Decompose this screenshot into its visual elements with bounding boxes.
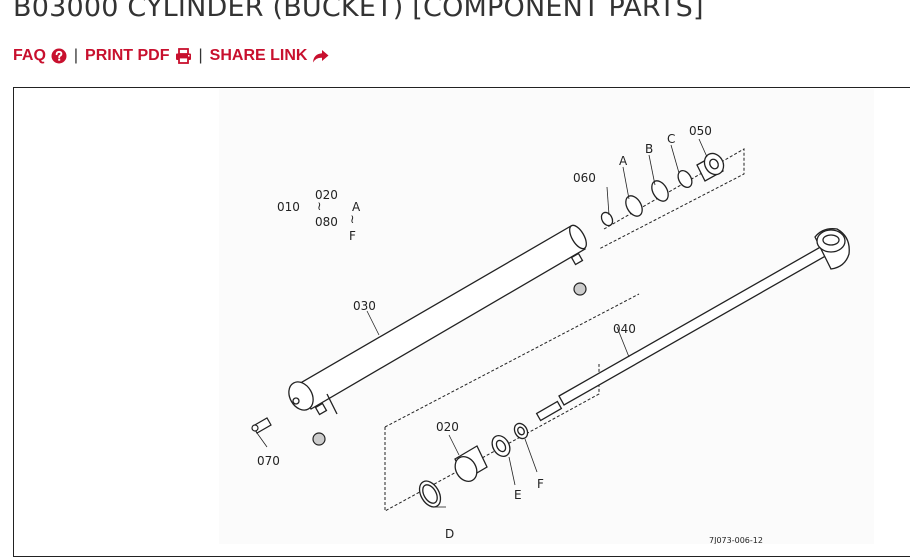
parts-diagram[interactable]: 010 020 ≀ 080 A ≀ F 030 040 050 060 070 … xyxy=(219,89,874,544)
share-link-label: SHARE LINK xyxy=(209,47,308,64)
toolbar-separator: | xyxy=(73,47,79,64)
label-range-a: A xyxy=(352,200,361,214)
diagram-ref-code: 7J073-006-12 xyxy=(709,536,763,544)
label-e: E xyxy=(514,488,522,502)
label-040: 040 xyxy=(613,322,636,336)
tube-assembly-dashed-box xyxy=(598,148,745,250)
tilde-mark: ≀ xyxy=(317,199,322,213)
label-060: 060 xyxy=(573,171,596,185)
label-range-f: F xyxy=(349,229,356,243)
faq-link[interactable]: FAQ xyxy=(13,47,67,65)
share-link[interactable]: SHARE LINK xyxy=(210,47,330,65)
label-030: 030 xyxy=(353,299,376,313)
label-b: B xyxy=(645,142,653,156)
printer-icon xyxy=(175,48,192,64)
label-020-range: 020 xyxy=(315,188,338,202)
faq-label: FAQ xyxy=(13,47,46,64)
toolbar: FAQ | PRINT PDF | SHARE LINK xyxy=(13,47,329,65)
piston-rod xyxy=(535,228,850,422)
label-f: F xyxy=(537,477,544,491)
print-pdf-link[interactable]: PRINT PDF xyxy=(85,47,191,65)
toolbar-separator: | xyxy=(198,47,203,64)
nut-lower xyxy=(312,282,587,446)
print-pdf-label: PRINT PDF xyxy=(85,47,170,64)
head-seals xyxy=(600,152,725,227)
label-a: A xyxy=(619,154,628,168)
label-c: C xyxy=(667,132,675,146)
leader-lines xyxy=(256,138,708,508)
label-080-range: 080 xyxy=(315,215,338,229)
question-circle-icon xyxy=(51,48,67,64)
label-010: 010 xyxy=(277,200,300,214)
grease-fitting xyxy=(251,417,272,434)
cylinder-exploded-view: 010 020 ≀ 080 A ≀ F 030 040 050 060 070 … xyxy=(251,124,850,544)
share-arrow-icon xyxy=(312,49,329,64)
label-070: 070 xyxy=(257,454,280,468)
cylinder-tube xyxy=(288,224,587,416)
label-020: 020 xyxy=(436,420,459,434)
label-d: D xyxy=(445,527,454,541)
label-050: 050 xyxy=(689,124,712,138)
page-title: B03000 CYLINDER (BUCKET) [COMPONENT PART… xyxy=(13,0,704,23)
rod-seals xyxy=(418,422,529,508)
tilde-mark: ≀ xyxy=(350,212,355,226)
